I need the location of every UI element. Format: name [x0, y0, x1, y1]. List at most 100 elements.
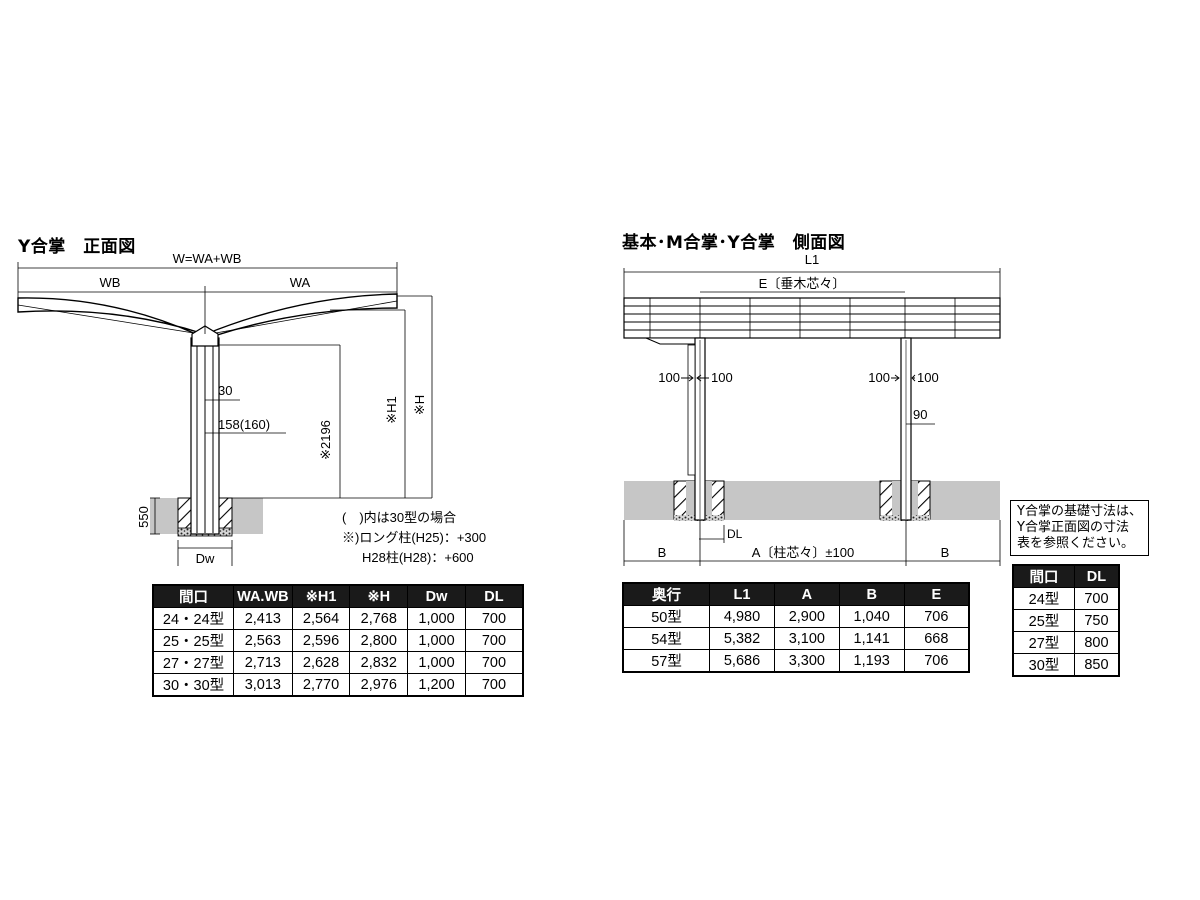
dim-dl: DL	[727, 527, 743, 541]
table-cell: 750	[1073, 609, 1120, 632]
table-cell: 57型	[622, 649, 711, 673]
table-header-row: 奥行 L1 A B E	[622, 582, 970, 606]
table-row: 50型 4,980 2,900 1,040 706	[622, 605, 970, 628]
table-cell: 3,300	[773, 649, 840, 673]
dim-right-100a: 100	[868, 370, 890, 385]
table-cell: 700	[1073, 587, 1120, 610]
dim-wa: WA	[290, 275, 311, 290]
dim-e: E〔垂木芯々〕	[759, 276, 846, 291]
table-row: 54型 5,382 3,100 1,141 668	[622, 627, 970, 650]
col-header: B	[838, 582, 905, 606]
table-cell: 2,770	[291, 673, 351, 697]
table-row: 24型 700	[1012, 587, 1120, 610]
note-line-2: ※)ロング柱(H25)：+300	[342, 530, 486, 545]
foundation-note-line: Y合掌正面図の寸法	[1017, 520, 1129, 535]
table-cell: 2,768	[349, 607, 409, 630]
table-cell: 30・30型	[152, 673, 235, 697]
dim-b-right: B	[941, 545, 950, 560]
dim-left-100a: 100	[658, 370, 680, 385]
table-cell: 3,100	[773, 627, 840, 650]
dim-2196: ※2196	[318, 420, 333, 460]
dim-dw: Dw	[196, 551, 215, 566]
table-cell: 25型	[1012, 609, 1075, 632]
table-row: 57型 5,686 3,300 1,193 706	[622, 649, 970, 673]
dim-a: A〔柱芯々〕±100	[752, 545, 855, 560]
dim-550: 550	[136, 506, 151, 528]
table-header-row: 間口 DL	[1012, 564, 1120, 588]
table-cell: 1,193	[838, 649, 905, 673]
table-row: 25型 750	[1012, 609, 1120, 632]
foundation-note-line: 表を参照ください。	[1017, 536, 1135, 551]
table-cell: 2,413	[233, 607, 293, 630]
col-header: 間口	[152, 584, 235, 608]
note-line-3: H28柱(H28)：+600	[362, 550, 474, 565]
foundation-note-line: Y合掌の基礎寸法は、	[1017, 504, 1142, 519]
table-cell: 2,713	[233, 651, 293, 674]
table-row: 27型 800	[1012, 631, 1120, 654]
table-cell: 5,686	[709, 649, 775, 673]
table-cell: 1,000	[407, 607, 466, 630]
front-roof-left	[17, 297, 205, 335]
table-cell: 700	[464, 651, 524, 674]
side-view-title: 基本･M合掌･Y合掌 側面図	[622, 233, 846, 253]
side-roof	[623, 297, 1001, 339]
col-header: Dw	[407, 584, 466, 608]
table-cell: 27・27型	[152, 651, 235, 674]
table-cell: 5,382	[709, 627, 775, 650]
table-cell: 2,800	[349, 629, 409, 652]
table-cell: 706	[903, 649, 970, 673]
table-cell: 850	[1073, 653, 1120, 677]
dim-left-100b: 100	[711, 370, 733, 385]
dim-b-left: B	[658, 545, 667, 560]
table-cell: 24型	[1012, 587, 1075, 610]
dim-90: 90	[913, 407, 927, 422]
col-header: 奥行	[622, 582, 711, 606]
table-cell: 1,200	[407, 673, 466, 697]
table-cell: 668	[903, 627, 970, 650]
table-cell: 2,976	[349, 673, 409, 697]
table-cell: 25・25型	[152, 629, 235, 652]
table-cell: 700	[464, 629, 524, 652]
table-cell: 700	[464, 607, 524, 630]
table-cell: 706	[903, 605, 970, 628]
dim-l1: L1	[805, 252, 819, 267]
foundation-note: Y合掌の基礎寸法は、 Y合掌正面図の寸法 表を参照ください。	[1010, 500, 1149, 556]
table-cell: 2,628	[291, 651, 351, 674]
table-cell: 2,596	[291, 629, 351, 652]
table-cell: 2,564	[291, 607, 351, 630]
front-view: W=WA+WB WB WA ※2196 ※H1 ※H 30 158(160)	[17, 251, 486, 566]
front-spec-table: 間口 WA.WB ※H1 ※H Dw DL 24・24型 2,413 2,564…	[152, 584, 524, 697]
dim-30: 30	[218, 383, 232, 398]
col-header: DL	[464, 584, 524, 608]
table-cell: 1,040	[838, 605, 905, 628]
side-spec-table: 奥行 L1 A B E 50型 4,980 2,900 1,040 706 54…	[622, 582, 970, 673]
side-view: L1 E〔垂木芯々〕 100 100 100 100 90 DL	[623, 252, 1001, 566]
col-header: E	[903, 582, 970, 606]
table-row: 24・24型 2,413 2,564 2,768 1,000 700	[152, 607, 524, 630]
col-header: 間口	[1012, 564, 1075, 588]
table-cell: 54型	[622, 627, 711, 650]
table-row: 25・25型 2,563 2,596 2,800 1,000 700	[152, 629, 524, 652]
table-row: 30・30型 3,013 2,770 2,976 1,200 700	[152, 673, 524, 697]
dim-right-100b: 100	[917, 370, 939, 385]
dim-wb: WB	[100, 275, 121, 290]
table-header-row: 間口 WA.WB ※H1 ※H Dw DL	[152, 584, 524, 608]
table-cell: 2,563	[233, 629, 293, 652]
col-header: ※H1	[291, 584, 351, 608]
table-cell: 2,900	[773, 605, 840, 628]
table-cell: 27型	[1012, 631, 1075, 654]
table-cell: 1,141	[838, 627, 905, 650]
note-line-1: ( )内は30型の場合	[342, 510, 456, 525]
col-header: A	[773, 582, 840, 606]
table-cell: 1,000	[407, 651, 466, 674]
dim-h: ※H	[412, 395, 427, 415]
table-cell: 24・24型	[152, 607, 235, 630]
table-cell: 3,013	[233, 673, 293, 697]
foundation-table: 間口 DL 24型 700 25型 750 27型 800 30型 850	[1012, 564, 1120, 677]
table-row: 27・27型 2,713 2,628 2,832 1,000 700	[152, 651, 524, 674]
dim-158: 158(160)	[218, 417, 270, 432]
table-cell: 50型	[622, 605, 711, 628]
dim-h1: ※H1	[384, 396, 399, 424]
col-header: DL	[1073, 564, 1120, 588]
col-header: L1	[709, 582, 775, 606]
